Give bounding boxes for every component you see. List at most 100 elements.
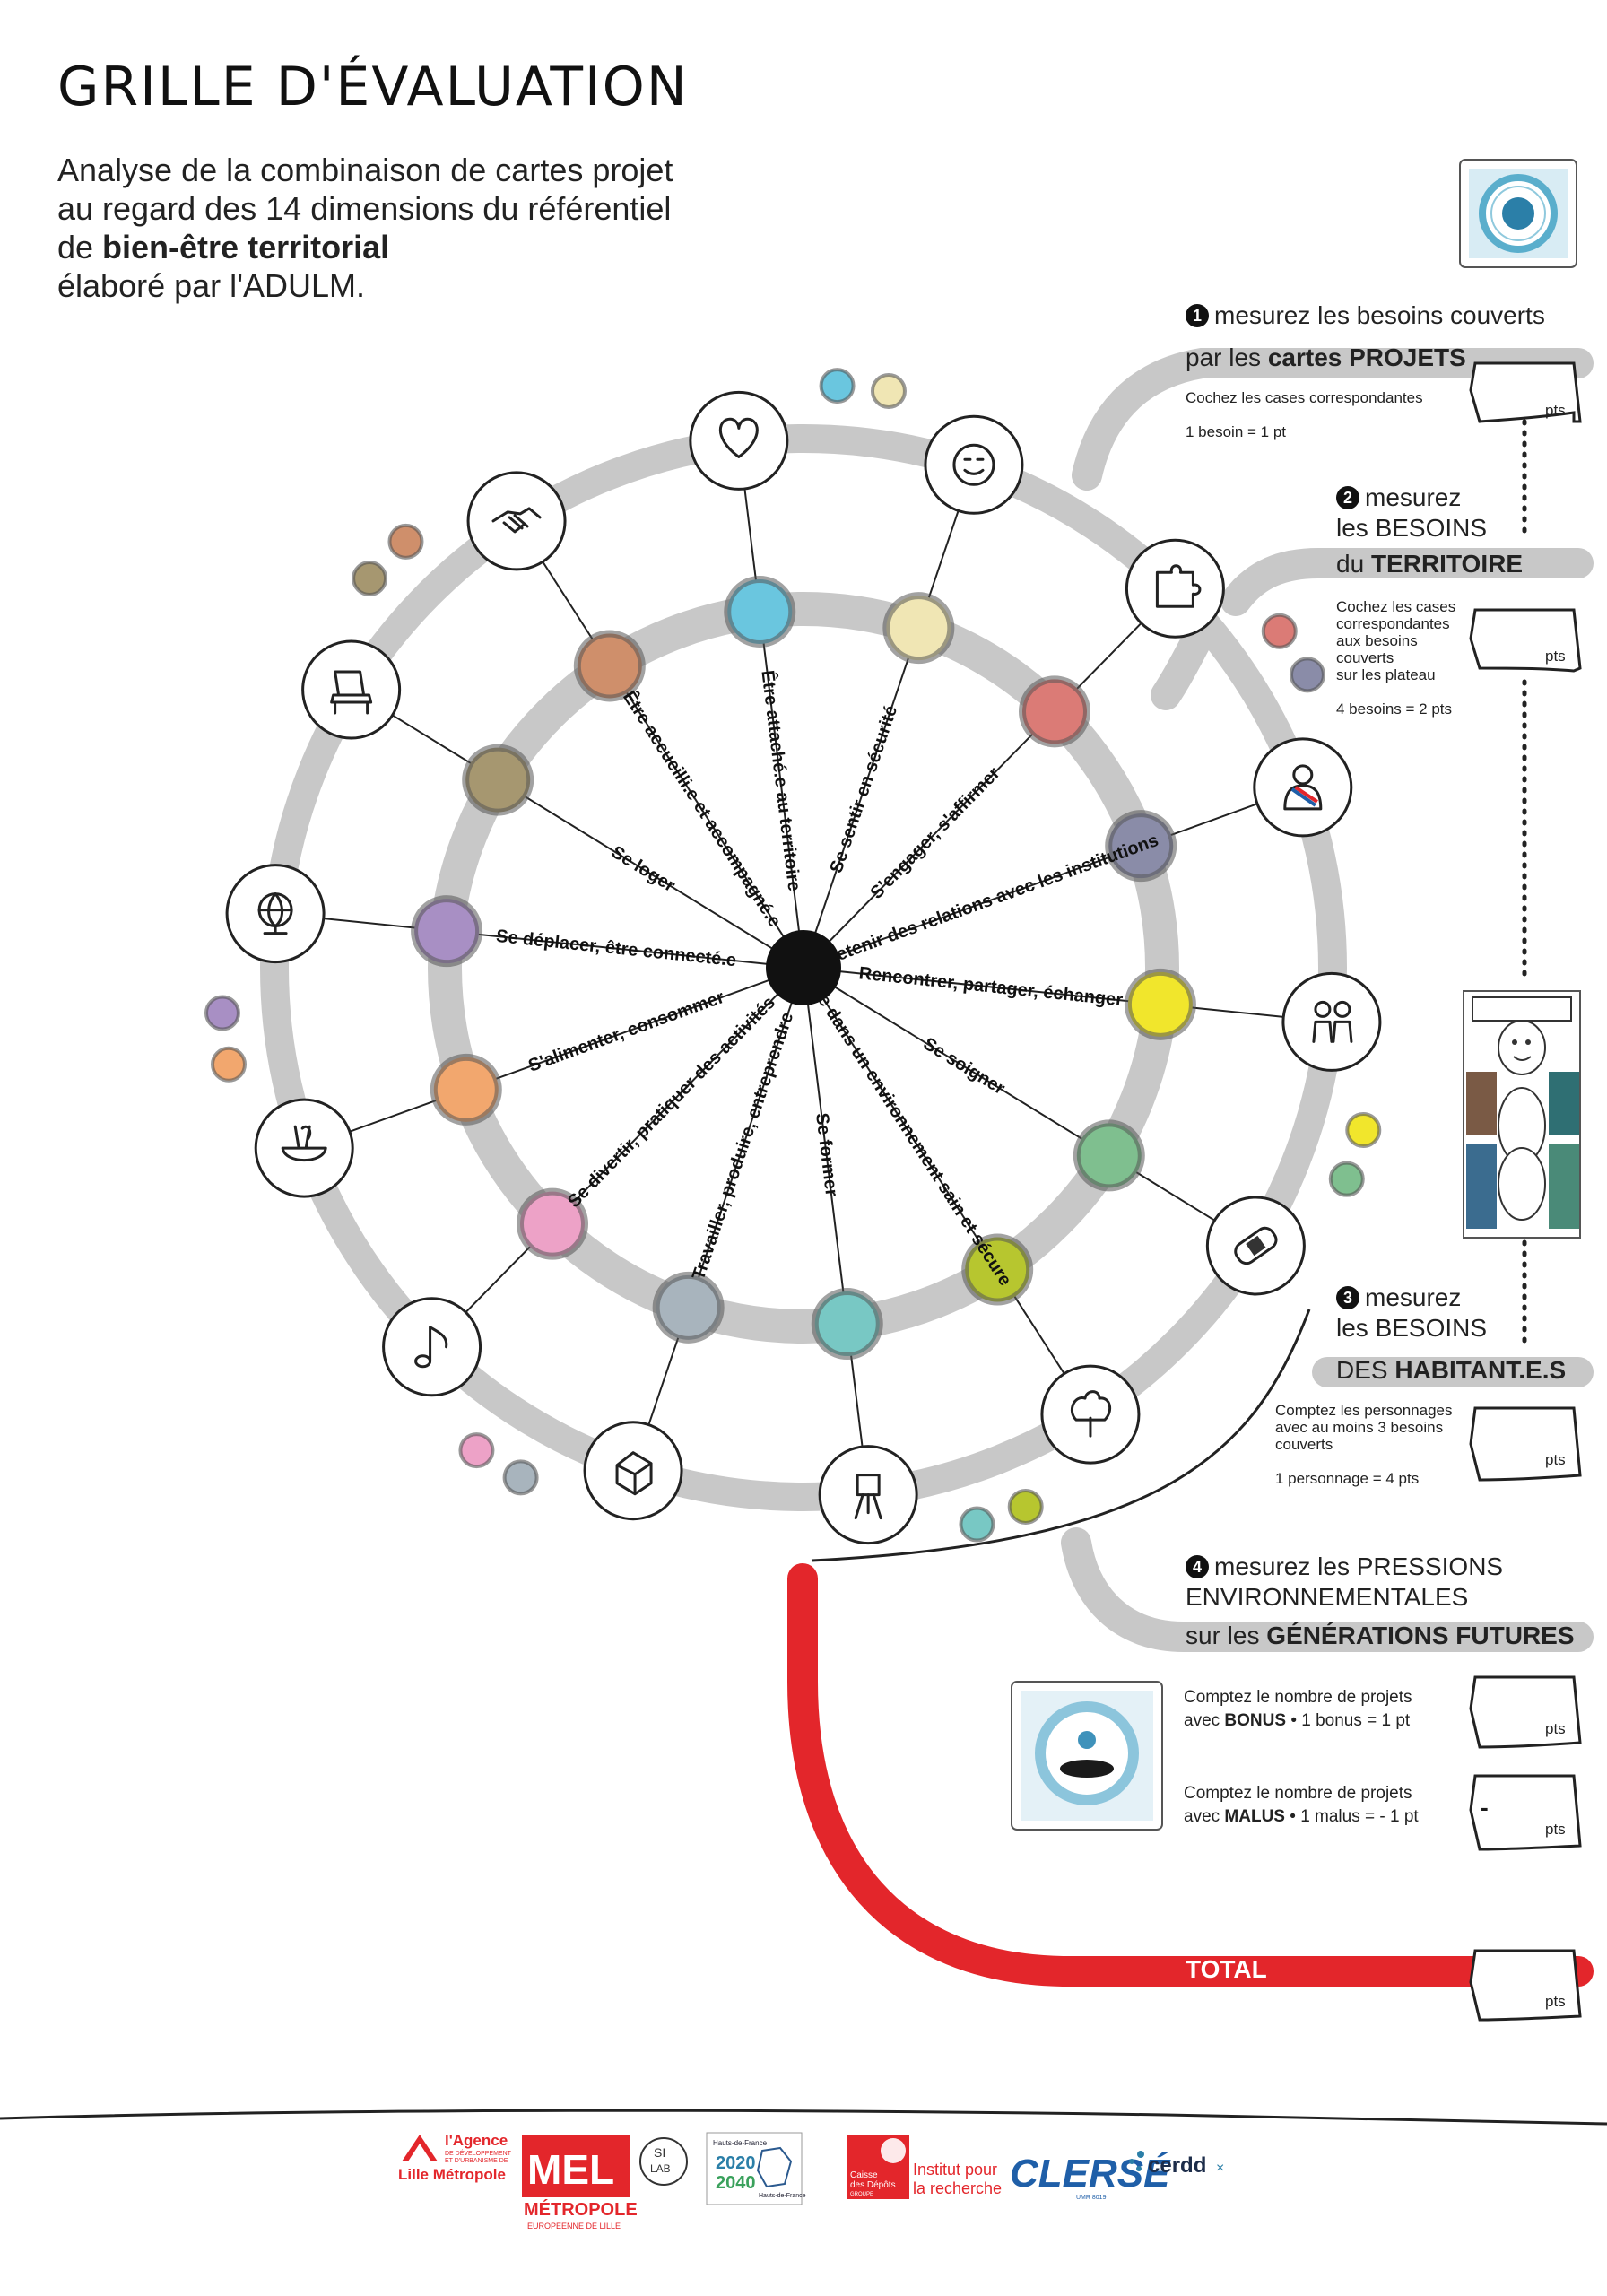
- color-dot: [387, 523, 424, 560]
- need-checkbox[interactable]: [1124, 968, 1196, 1040]
- icon-circle: [1253, 737, 1353, 838]
- spoke-label: Se loger: [608, 842, 679, 896]
- icon-circle: [301, 639, 402, 740]
- bonus-instruction-line-1: Comptez le nombre de projets: [1184, 1688, 1412, 1707]
- color-dot: [959, 1506, 995, 1543]
- outer-ring: [260, 424, 1347, 1511]
- step-2-instruction-5: sur les plateau: [1336, 666, 1436, 683]
- logo-hdf-line-2: 2020: [716, 2153, 756, 2173]
- bonus-unit: pts: [1545, 1720, 1566, 1737]
- need-checkbox[interactable]: [652, 1271, 725, 1344]
- icon-circle: [1040, 1364, 1141, 1465]
- logo-cdc-line-3: GROUPE: [850, 2192, 873, 2197]
- bonus-rule: • 1 bonus = 1 pt: [1286, 1711, 1411, 1730]
- subtitle-line-3: de bien-être territorial: [57, 228, 673, 266]
- need-checkbox[interactable]: [1105, 810, 1177, 883]
- music-note-icon: [382, 1297, 482, 1397]
- need-checkbox[interactable]: [961, 1233, 1034, 1306]
- step-1-number: 1: [1186, 304, 1209, 327]
- spoke-label: Se déplacer, être connecté.e: [495, 926, 737, 970]
- spoke-line: [497, 778, 804, 969]
- answer-box-total[interactable]: [1469, 1949, 1582, 2022]
- spoke-line: [803, 967, 999, 1271]
- malus-minus-sign: -: [1481, 1794, 1489, 1821]
- spoke-line: [803, 710, 1055, 969]
- step-1-heading-text: mesurez les besoins couverts: [1214, 301, 1545, 329]
- spoke-line: [803, 967, 1110, 1157]
- bonus-malus-card-thumbnail: [1011, 1681, 1163, 1831]
- step-4-band-label: sur les GÉNÉRATIONS FUTURES: [1186, 1622, 1575, 1650]
- step-3-instruction-4: 1 personnage = 4 pts: [1275, 1470, 1420, 1487]
- answer-box-malus[interactable]: [1469, 1774, 1582, 1851]
- color-dot: [352, 561, 388, 597]
- spoke-line: [759, 611, 804, 969]
- need-checkbox[interactable]: [1073, 1119, 1145, 1192]
- step-2-band-prefix: du: [1336, 550, 1371, 578]
- spoke-line: [465, 967, 804, 1091]
- step-1-band-prefix: par les: [1186, 344, 1268, 371]
- malus-unit: pts: [1545, 1821, 1566, 1838]
- logo-cerdd: cerdd ×: [1129, 2151, 1224, 2178]
- total-label: TOTAL: [1186, 1955, 1267, 1983]
- need-checkbox[interactable]: [882, 592, 955, 665]
- color-dot: [870, 372, 907, 409]
- step-2-instructions: Cochez les cases correspondantes aux bes…: [1336, 598, 1471, 718]
- spoke-line: [803, 845, 1142, 969]
- step-3-instruction-1: Comptez les personnages: [1275, 1402, 1453, 1419]
- icon-circle: [583, 1421, 683, 1521]
- logo-silab-line-2: LAB: [650, 2162, 671, 2175]
- wheel-hub: [766, 930, 841, 1005]
- malus-instruction-line-1: Comptez le nombre de projets: [1184, 1784, 1412, 1803]
- armchair-icon: [301, 639, 402, 740]
- need-checkbox[interactable]: [811, 1288, 883, 1361]
- footer-divider: [0, 2109, 1607, 2126]
- step-4-number: 4: [1186, 1555, 1209, 1578]
- logo-silab-line-1: SI: [654, 2145, 665, 2160]
- need-checkbox[interactable]: [430, 1053, 502, 1126]
- logo-clerse-line-1: CLERSÉ: [1010, 2151, 1171, 2196]
- step-2-unit: pts: [1545, 648, 1566, 665]
- logo-hdf-line-1: Hauts-de-France: [713, 2139, 768, 2147]
- logo-cdc-line-2: des Dépôts: [850, 2180, 896, 2190]
- answer-box-bonus[interactable]: [1469, 1675, 1582, 1749]
- color-dot: [502, 1459, 539, 1496]
- bonus-instructions: Comptez le nombre de projets avec BONUS …: [1184, 1686, 1412, 1733]
- color-dot: [1328, 1161, 1365, 1197]
- bonus-instruction-line-2: avec BONUS • 1 bonus = 1 pt: [1184, 1709, 1412, 1733]
- spoke-line: [803, 967, 1161, 1005]
- spoke-line: [687, 967, 804, 1309]
- icon-circle: [466, 471, 567, 571]
- answer-box-step-1[interactable]: [1469, 361, 1582, 423]
- step-2-band-bold: TERRITOIRE: [1370, 550, 1523, 578]
- band-step-2-inner: [1151, 617, 1217, 710]
- mayor-sash-icon: [1253, 737, 1353, 838]
- answer-box-step-3[interactable]: [1469, 1406, 1582, 1482]
- heart-icon: [689, 390, 789, 491]
- total-band: [787, 1563, 1594, 1987]
- color-dot: [1261, 613, 1298, 649]
- handshake-icon: [466, 471, 567, 571]
- color-dot: [204, 995, 240, 1031]
- need-checkbox[interactable]: [573, 630, 646, 702]
- step-3-band-bold: HABITANT.E.S: [1394, 1356, 1567, 1384]
- logo-mel-big: MEL: [527, 2146, 614, 2193]
- answer-box-step-2[interactable]: [1469, 608, 1582, 673]
- step-2-instruction-4: couverts: [1336, 649, 1394, 666]
- step-1-instruction-1: Cochez les cases correspondantes: [1186, 389, 1423, 406]
- need-checkbox[interactable]: [411, 895, 483, 968]
- bonus-keyword: BONUS: [1224, 1711, 1287, 1730]
- need-checkbox[interactable]: [516, 1187, 588, 1260]
- step-3-band-label: DES HABITANT.E.S: [1336, 1356, 1566, 1385]
- need-checkbox[interactable]: [462, 744, 534, 816]
- bowl-icon: [254, 1098, 354, 1198]
- people-icon: [1281, 971, 1382, 1072]
- step-3-number: 3: [1336, 1286, 1359, 1309]
- subtitle-emphasis: bien-être territorial: [102, 229, 390, 265]
- need-checkbox[interactable]: [724, 575, 796, 648]
- step-2-instruction-6: 4 besoins = 2 pts: [1336, 700, 1453, 718]
- need-checkbox[interactable]: [1019, 675, 1091, 748]
- color-dot: [1345, 1112, 1382, 1149]
